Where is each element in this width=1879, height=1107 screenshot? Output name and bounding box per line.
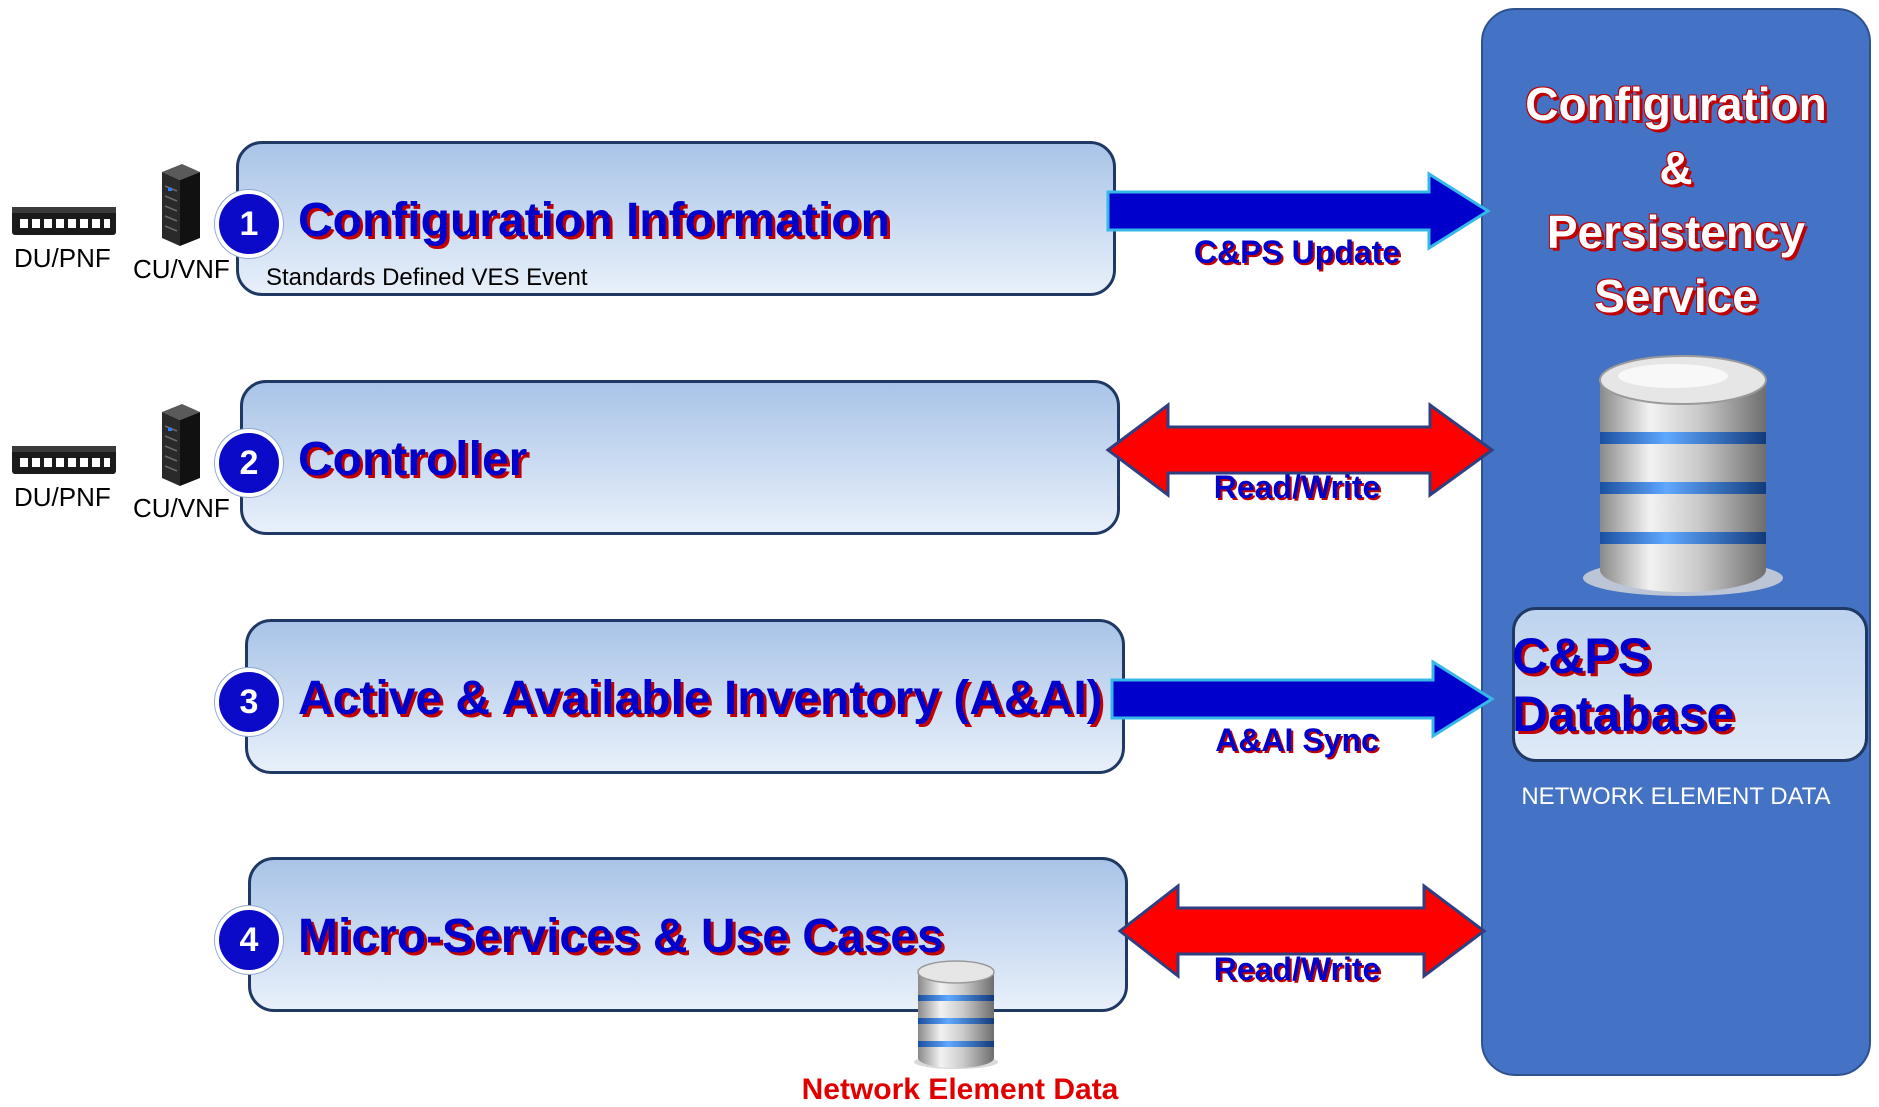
row-title-controller: Controller bbox=[298, 433, 528, 486]
step-number-3: 3 bbox=[215, 668, 283, 736]
network-switch-icon bbox=[12, 207, 116, 235]
cu-vnf-label: CU/VNF bbox=[133, 254, 230, 284]
row-active-available-inventory bbox=[245, 619, 1125, 774]
arrow-label-cps-update: C&PS Update bbox=[1193, 234, 1401, 270]
du-pnf-label: DU/PNF bbox=[14, 482, 111, 512]
row-title-configuration-information: Configuration Information bbox=[298, 194, 890, 247]
service-title-line-4: Service bbox=[1594, 270, 1758, 322]
cu-vnf-label: CU/VNF bbox=[133, 493, 230, 523]
row-title-micro-services-use-cases: Micro-Services & Use Cases bbox=[298, 910, 944, 963]
arrow-label-read-write: Read/Write bbox=[1213, 469, 1381, 505]
cps-database-label: C&PS Database bbox=[1512, 627, 1735, 742]
service-title-line-1: Configuration bbox=[1525, 78, 1827, 130]
server-tower-icon bbox=[162, 404, 200, 486]
network-switch-icon bbox=[12, 446, 116, 474]
arrow-bidirectional-read-write bbox=[1117, 882, 1487, 980]
arrow-bidirectional-read-write bbox=[1105, 402, 1495, 498]
service-title-line-3: Persistency bbox=[1546, 206, 1806, 258]
arrow-label-aai-sync: A&AI Sync bbox=[1215, 722, 1379, 758]
arrow-right-cps-update bbox=[1106, 171, 1491, 251]
cps-database-box bbox=[1512, 607, 1868, 762]
step-number-2: 2 bbox=[215, 429, 283, 497]
arrow-label-read-write: Read/Write bbox=[1213, 951, 1381, 987]
network-element-data-label: Network Element Data bbox=[801, 1073, 1119, 1106]
server-tower-icon bbox=[162, 164, 200, 246]
network-element-data-caption: NETWORK ELEMENT DATA bbox=[1521, 783, 1831, 810]
database-icon bbox=[914, 960, 998, 1069]
row-title-active-available-inventory: Active & Available Inventory (A&AI) bbox=[298, 672, 1103, 725]
row-subtitle-ves-event: Standards Defined VES Event bbox=[266, 264, 588, 291]
step-number-1: 1 bbox=[215, 190, 283, 258]
row-configuration-information bbox=[236, 141, 1116, 296]
arrow-right-aai-sync bbox=[1110, 659, 1495, 739]
step-number-4: 4 bbox=[215, 906, 283, 974]
service-title-line-2: & bbox=[1659, 142, 1693, 194]
database-icon bbox=[1583, 355, 1783, 596]
row-controller bbox=[240, 380, 1120, 535]
du-pnf-label: DU/PNF bbox=[14, 243, 111, 273]
